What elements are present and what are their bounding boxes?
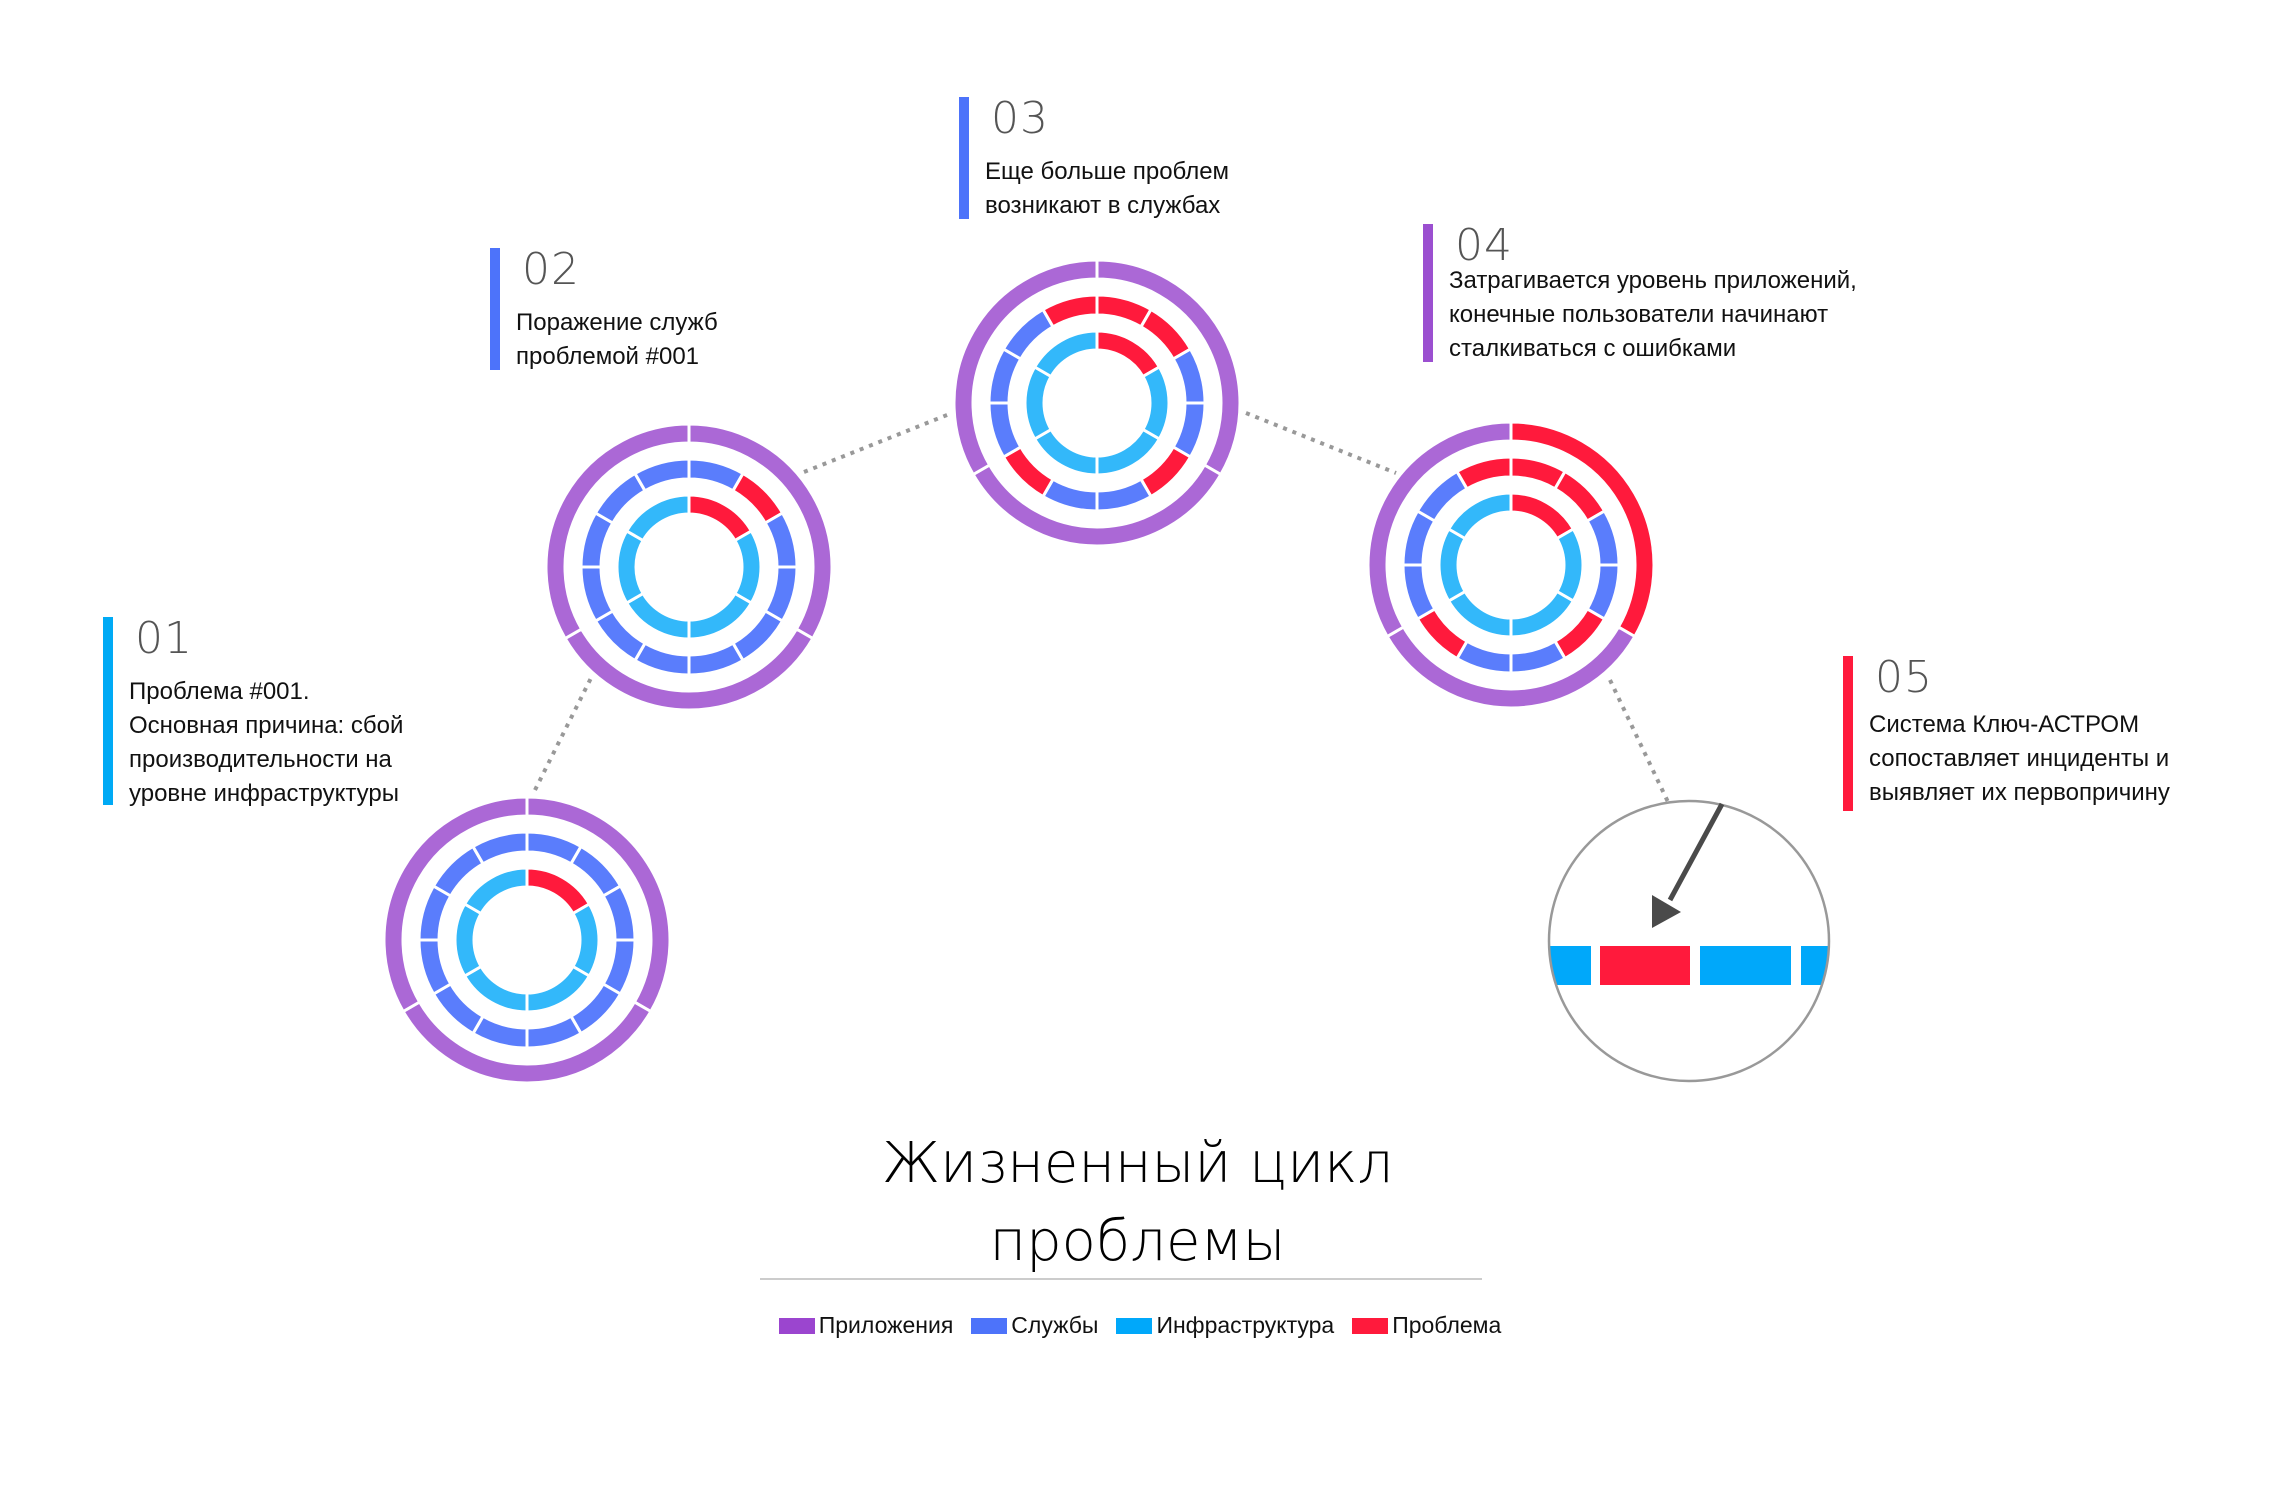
connector-1-2 — [533, 675, 594, 791]
infrastructure-ring-segment — [453, 901, 484, 979]
arrow-head-icon — [1652, 895, 1681, 928]
infrastructure-ring-segment — [687, 493, 754, 543]
services-ring-segment — [525, 1014, 584, 1050]
services-ring-segment — [1171, 346, 1207, 405]
infrastructure-ring-segment — [732, 528, 763, 606]
infrastructure-ring-segment — [1554, 526, 1585, 604]
diagram-title: Жизненный цикл проблемы — [881, 1131, 1394, 1274]
root-cause-bar — [1600, 946, 1690, 985]
infrastructure-ring-segment — [1509, 589, 1576, 639]
connector-2-3 — [803, 411, 953, 474]
infrastructure-bar — [1549, 946, 1591, 985]
legend-label: Службы — [1011, 1312, 1099, 1338]
infrastructure-ring-segment — [1437, 526, 1468, 604]
applications-ring-segment — [1509, 420, 1656, 639]
services-ring-segment — [987, 401, 1023, 460]
services-ring-segment — [763, 510, 799, 569]
step-05-number: 05 — [1875, 652, 1933, 703]
services-ring-segment — [632, 457, 691, 493]
infrastructure-ring-segment — [1446, 589, 1513, 639]
legend-swatch-applications — [778, 1317, 815, 1334]
infrastructure-ring-segment — [1095, 427, 1162, 477]
applications-ring-segment — [544, 422, 691, 641]
legend-swatch-problem — [1352, 1317, 1389, 1334]
step-05-description: Система Ключ-АСТРОМ сопоставляет инциден… — [1869, 711, 2170, 806]
infrastructure-ring-segment — [1095, 329, 1162, 379]
applications-ring-segment — [687, 422, 834, 641]
infrastructure-ring-segment — [615, 528, 646, 606]
legend-item-applications: Приложения — [778, 1312, 954, 1339]
infrastructure-bar — [1801, 946, 1829, 985]
legend-item-services: Службы — [971, 1312, 1098, 1339]
step-04-description: Затрагивается уровень приложений, конечн… — [1449, 267, 1857, 362]
services-ring-segment — [1040, 293, 1099, 329]
infrastructure-ring-segment — [624, 591, 691, 641]
connector-4-5 — [1608, 679, 1670, 803]
services-ring-segment — [601, 883, 637, 942]
legend: Приложения Службы Инфраструктура Проблем… — [760, 1312, 1520, 1339]
infrastructure-ring-segment — [687, 591, 754, 641]
infrastructure-ring-segment — [1446, 491, 1513, 541]
applications-ring-segment — [952, 258, 1099, 477]
infrastructure-ring-segment — [525, 866, 592, 916]
legend-item-problem: Проблема — [1352, 1312, 1501, 1339]
root-cause-magnifier — [1549, 946, 1829, 985]
infrastructure-ring-segment — [1509, 491, 1576, 541]
applications-ring-segment — [525, 795, 672, 1014]
services-ring-segment — [1454, 455, 1513, 491]
legend-item-infrastructure: Инфраструктура — [1116, 1312, 1334, 1339]
infrastructure-ring-segment — [462, 964, 529, 1014]
applications-ring-segment — [1366, 420, 1513, 639]
step-05-bar — [1843, 656, 1853, 811]
services-ring-segment — [1509, 639, 1568, 675]
services-ring-segment — [1585, 508, 1621, 567]
step-01-description: Проблема #001. Основная причина: сбой пр… — [129, 678, 404, 807]
step-02-number: 02 — [522, 244, 580, 295]
step-01-bar — [103, 617, 113, 805]
legend-swatch-infrastructure — [1116, 1317, 1153, 1334]
services-ring-segment — [417, 938, 453, 997]
legend-label: Приложения — [818, 1312, 954, 1338]
magnifier-circle — [1547, 799, 1831, 1083]
infrastructure-ring-segment — [624, 493, 691, 543]
step-02-description: Поражение служб проблемой #001 — [516, 309, 718, 370]
step-03-description: Еще больше проблем возникают в службах — [985, 158, 1230, 219]
infrastructure-ring-segment — [570, 901, 601, 979]
infrastructure-ring-segment — [1140, 364, 1171, 442]
applications-ring-segment — [1095, 258, 1242, 477]
legend-swatch-services — [971, 1317, 1008, 1334]
step-04-number: 04 — [1455, 220, 1513, 271]
infrastructure-ring-segment — [462, 866, 529, 916]
infrastructure-bar — [1700, 946, 1791, 985]
infrastructure-ring-segment — [1023, 364, 1054, 442]
legend-label: Инфраструктура — [1156, 1312, 1335, 1338]
legend-label: Проблема — [1392, 1312, 1502, 1338]
services-ring-segment — [1095, 477, 1154, 513]
infrastructure-ring-segment — [525, 964, 592, 1014]
infrastructure-ring-segment — [1032, 427, 1099, 477]
services-ring-segment — [1401, 563, 1437, 622]
services-ring-segment — [687, 641, 746, 677]
applications-ring-segment — [382, 795, 529, 1014]
step-01-number: 01 — [135, 613, 193, 664]
services-ring-segment — [470, 830, 529, 866]
title-divider — [760, 1278, 1482, 1280]
infrastructure-ring-segment — [1032, 329, 1099, 379]
connector-3-4 — [1245, 411, 1397, 475]
step-02-bar — [490, 248, 500, 370]
step-03-bar — [959, 97, 969, 219]
step-03-number: 03 — [991, 93, 1049, 144]
step-04-bar — [1423, 224, 1433, 362]
services-ring-segment — [579, 565, 615, 624]
arrow-shaft-icon — [1667, 802, 1725, 902]
